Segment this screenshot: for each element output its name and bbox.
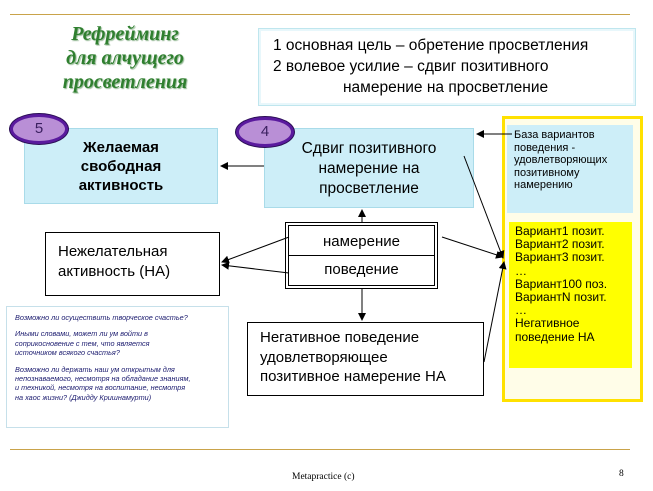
quote-line: Возможно ли держать наш ум открытым для [15, 364, 175, 374]
quote-paragraph-2: Иными словами, может ли ум войти в сопри… [15, 329, 228, 357]
negative-line-3: позитивное намерение НА [260, 368, 446, 385]
arrow-negative-to-base [483, 261, 507, 363]
shift-line-1: Сдвиг позитивного [301, 140, 437, 157]
arrow-iv-to-undesired-top [221, 236, 290, 264]
variant-item: Негативное [515, 316, 580, 331]
base-header-line: удовлетворяющих [514, 154, 608, 167]
base-header-line: База вариантов [514, 129, 595, 141]
variant-item: Вариант100 поз. [515, 276, 608, 291]
base-header-line: намерению [514, 179, 573, 192]
step-badge-5: 5 [10, 114, 68, 144]
shift-line-2: намерение на [318, 160, 420, 177]
quote-line: и техникой, несмотря на воспитание, несм… [15, 383, 186, 393]
undesired-activity-box: Нежелательная активность (НА) [45, 232, 220, 296]
goals-box: 1 основная цель – обретение просветления… [258, 28, 636, 106]
negative-line-1: Негативное поведение [260, 329, 420, 346]
arrow-to-base-top [463, 155, 505, 259]
variants-base-header: База вариантов поведения - удовлетворяющ… [507, 125, 633, 213]
intention-label: намерение [289, 228, 434, 256]
goal-line-2: 2 волевое усилие – сдвиг позитивного [273, 58, 549, 75]
negative-line-2: удовлетворяющее [260, 348, 388, 366]
quote-line: соприкосновение с тем, что является [15, 338, 150, 348]
desired-line-1: Желаемая [83, 139, 159, 156]
shift-line-3: просветление [319, 180, 419, 197]
goal-line-1: 1 основная цель – обретение просветления [273, 37, 589, 54]
quote-line: непознаваемого, несмотря на обладание зн… [15, 374, 191, 384]
desired-line-2: свободная [80, 158, 162, 175]
variant-item: поведение НА [515, 329, 595, 344]
shift-intention-box: Сдвиг позитивного намерение на просветле… [264, 128, 474, 208]
arrow-iv-to-undesired-bottom [221, 261, 290, 274]
variant-item: Вариант2 позит. [515, 237, 605, 252]
desired-line-3: активность [78, 177, 164, 194]
desired-activity-box: Желаемая свободная активность [24, 128, 218, 204]
quote-line: источником всякого счастья? [15, 348, 120, 358]
intention-behavior-box: намерение поведение [285, 222, 438, 289]
slide-title: Рефрейминг для алчущего просветления [40, 22, 210, 94]
page-number: 8 [619, 469, 624, 479]
undesired-line-1: Нежелательная [58, 243, 168, 260]
behavior-label: поведение [324, 261, 399, 278]
undesired-line-2: активность (НА) [58, 263, 171, 280]
footer-credit: Metapractice (c) [292, 472, 355, 482]
krishnamurti-quote: Возможно ли осуществить творческое счаст… [6, 306, 229, 428]
title-line-3: просветления [62, 71, 188, 93]
variant-item: Вариант3 позит. [515, 250, 605, 265]
variants-list: Вариант1 позит. Вариант2 позит. Вариант3… [509, 222, 632, 368]
variant-item: Вариант1 позит. [515, 224, 605, 238]
base-header-line: позитивному [514, 166, 580, 179]
variant-item: … [515, 303, 527, 318]
top-rule [10, 14, 630, 15]
goal-line-3: намерение на просветление [343, 79, 549, 96]
quote-line: на хаос жизни? (Джидду Кришнамурти) [15, 392, 152, 402]
title-line-1: Рефрейминг [71, 23, 179, 45]
base-header-line: поведения - [514, 141, 576, 154]
bottom-rule [10, 449, 630, 450]
title-line-2: для алчущего [66, 47, 184, 69]
quote-paragraph-1: Возможно ли осуществить творческое счаст… [15, 313, 188, 322]
quote-paragraph-3: Возможно ли держать наш ум открытым для … [15, 365, 228, 403]
step-badge-4: 4 [236, 117, 294, 147]
arrow-iv-to-base [441, 236, 504, 259]
negative-behavior-box: Негативное поведение удовлетворяющее поз… [247, 322, 484, 396]
quote-line: Иными словами, может ли ум войти в [15, 329, 148, 339]
variant-item: ВариантN позит. [515, 290, 607, 305]
variant-item: … [515, 263, 527, 278]
